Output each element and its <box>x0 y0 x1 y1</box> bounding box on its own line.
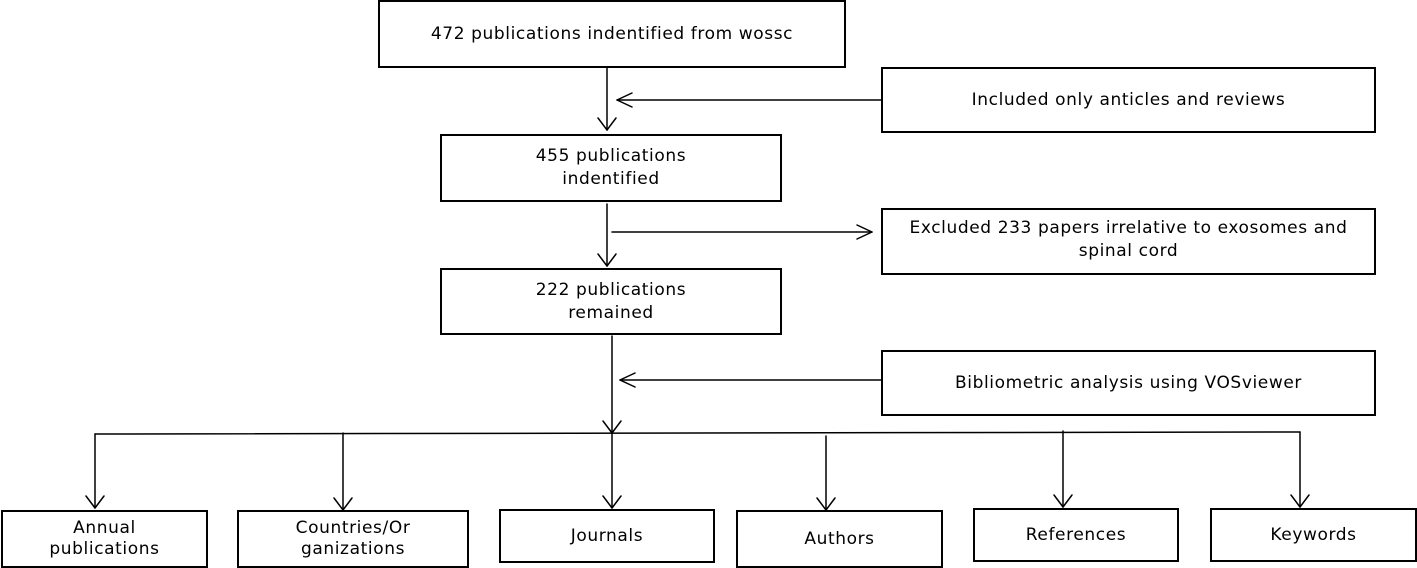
box-included-filter: Included only anticles and reviews <box>881 67 1376 133</box>
box-biblio-text: Bibliometric analysis using VOSviewer <box>954 372 1303 393</box>
output-authors: Authors <box>736 510 943 568</box>
box-bibliometric-analysis: Bibliometric analysis using VOSviewer <box>881 350 1376 416</box>
output-countries-organizations: Countries/Or ganizations <box>237 510 469 568</box>
arrowhead-222 <box>597 253 617 267</box>
box-455-publications: 455 publications indentified <box>440 134 782 202</box>
output-authors-text: Authors <box>804 528 875 549</box>
box-excluded-filter: Excluded 233 papers irrelative to exosom… <box>881 208 1376 275</box>
box-472-text: 472 publications indentified from wossc <box>430 23 794 44</box>
output-annual-text: Annual publications <box>49 518 160 559</box>
box-excluded-text: Excluded 233 papers irrelative to exosom… <box>909 218 1348 261</box>
output-countries-text: Countries/Or ganizations <box>296 518 411 560</box>
output-journals: Journals <box>499 509 715 563</box>
output-annual-publications: Annual publications <box>1 510 208 568</box>
output-countries-line1: Countries/Or <box>295 518 411 538</box>
output-references: References <box>973 508 1179 562</box>
distribution-bus <box>94 431 1301 435</box>
box-455-text: 455 publications indentified <box>535 146 687 189</box>
output-keywords-text: Keywords <box>1270 524 1357 545</box>
box-included-text: Included only anticles and reviews <box>971 89 1286 110</box>
arrowhead-biblio <box>619 372 636 388</box>
output-keywords: Keywords <box>1210 508 1417 562</box>
output-references-text: References <box>1025 524 1127 545</box>
arrowhead-excluded <box>856 224 873 240</box>
arrowhead-455 <box>597 117 617 131</box>
output-countries-line2: ganizations <box>300 539 406 559</box>
output-journals-text: Journals <box>570 525 644 546</box>
box-472-publications: 472 publications indentified from wossc <box>378 0 846 68</box>
box-222-text: 222 publications remained <box>535 279 687 323</box>
box-222-publications: 222 publications remained <box>440 268 782 335</box>
arrowhead-included <box>616 92 633 108</box>
